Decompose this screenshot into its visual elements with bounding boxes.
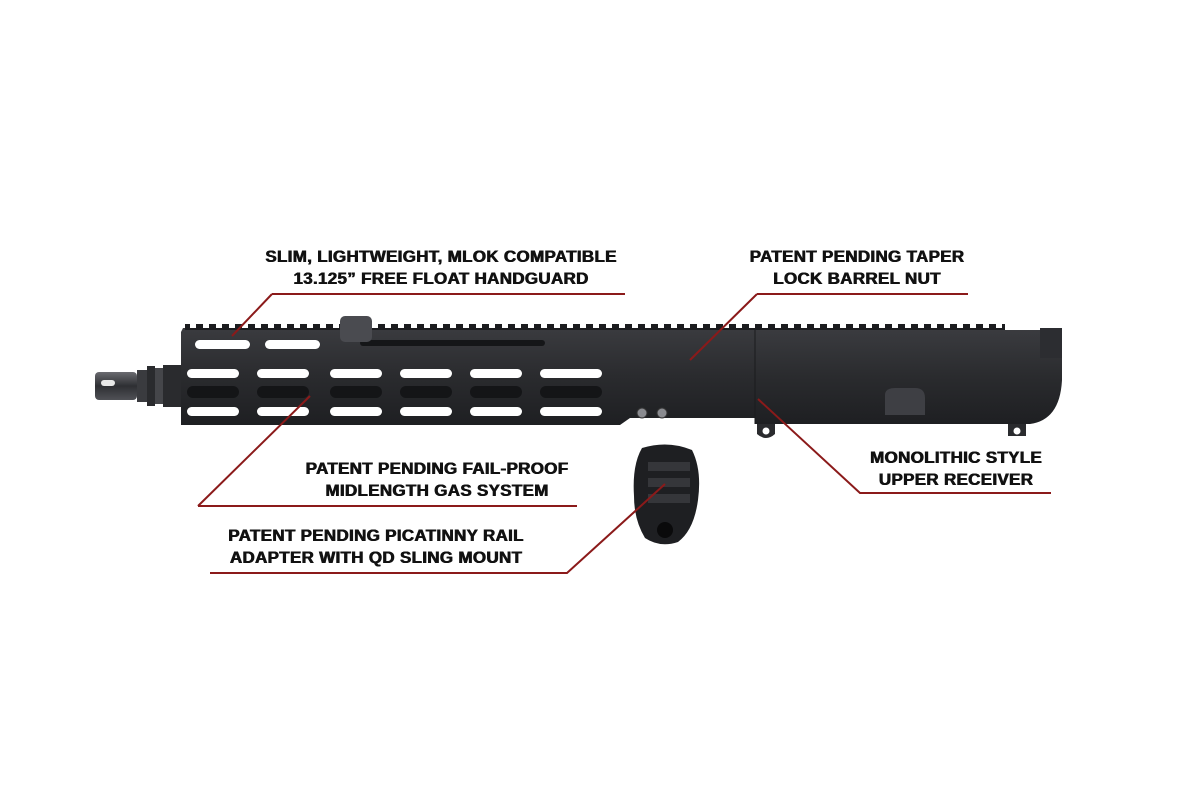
callout-barrel-nut-line1: PATENT PENDING TAPER [749, 247, 965, 266]
flash-hider [95, 365, 181, 407]
callout-rail-adapter-line1: PATENT PENDING PICATINNY RAIL [228, 526, 524, 545]
callout-upper-receiver-line1: MONOLITHIC STYLE [870, 448, 1042, 467]
callout-rail-adapter: PATENT PENDING PICATINNY RAIL ADAPTER WI… [196, 525, 556, 569]
callout-upper-receiver: MONOLITHIC STYLE UPPER RECEIVER [848, 447, 1064, 491]
handguard [181, 316, 1028, 425]
callout-gas-system-line2: MIDLENGTH GAS SYSTEM [325, 481, 549, 500]
callout-rail-adapter-line2: ADAPTER WITH QD SLING MOUNT [229, 548, 523, 567]
rail-adapter [633, 444, 700, 545]
callout-handguard-line2: 13.125” FREE FLOAT HANDGUARD [293, 269, 589, 288]
upper-receiver [754, 328, 1062, 438]
callout-gas-system-line1: PATENT PENDING FAIL-PROOF [305, 459, 569, 478]
callout-upper-receiver-line2: UPPER RECEIVER [878, 470, 1034, 489]
callout-barrel-nut-line2: LOCK BARREL NUT [773, 269, 941, 288]
callout-gas-system: PATENT PENDING FAIL-PROOF MIDLENGTH GAS … [282, 458, 592, 502]
callout-handguard-line1: SLIM, LIGHTWEIGHT, MLOK COMPATIBLE [265, 247, 617, 266]
callout-handguard: SLIM, LIGHTWEIGHT, MLOK COMPATIBLE 13.12… [226, 246, 656, 290]
callout-barrel-nut: PATENT PENDING TAPER LOCK BARREL NUT [722, 246, 992, 290]
leader-lines [197, 293, 1051, 574]
